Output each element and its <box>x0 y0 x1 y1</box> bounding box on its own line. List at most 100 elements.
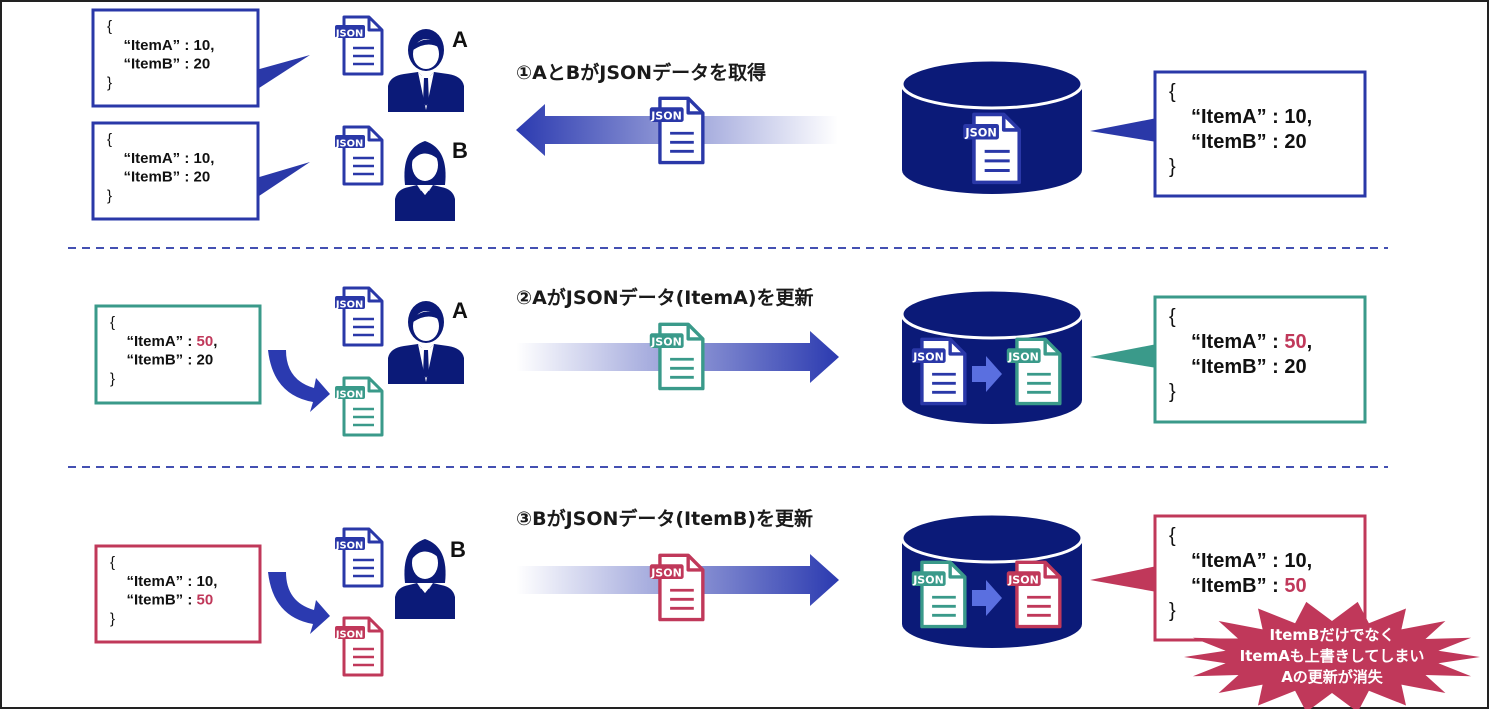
json-label: JSON <box>650 336 682 349</box>
json-document-icon: JSON <box>333 376 384 437</box>
item-b-value: 20 <box>194 56 211 73</box>
user-label: B <box>452 138 468 163</box>
json-label: JSON <box>335 629 363 640</box>
comma: , <box>213 333 217 350</box>
step-title: ①AとBがJSONデータを取得 <box>516 61 766 84</box>
item-a-value: 10 <box>197 573 214 590</box>
open-brace: { <box>110 554 115 571</box>
json-label: JSON <box>650 567 682 580</box>
item-b-line: “ItemB” : 20 <box>124 169 211 186</box>
bubble-tail <box>1090 118 1157 142</box>
json-label: JSON <box>335 540 363 551</box>
json-box <box>1153 295 1367 424</box>
json-label: JSON <box>650 110 682 123</box>
json-bubble: { “ItemA” : 50, “ItemB” : 20} <box>94 304 262 405</box>
comma: , <box>210 37 214 54</box>
item-a-line: “ItemA” : 10, <box>1191 106 1312 128</box>
item-a-line: “ItemA” : 50, <box>127 333 218 350</box>
json-label: JSON <box>335 28 363 39</box>
item-b-line: “ItemB” : 20 <box>124 56 211 73</box>
item-a-value: 50 <box>1284 331 1306 353</box>
item-a-key: “ItemA” : <box>1191 550 1284 572</box>
json-box <box>91 121 260 221</box>
json-bubble: {“ItemA” : 10,“ItemB” : 50} <box>1090 514 1367 642</box>
starburst-shape <box>1184 601 1480 709</box>
item-b-key: “ItemB” : <box>127 352 197 369</box>
comma: , <box>210 150 214 167</box>
item-a-value: 10 <box>194 37 211 54</box>
json-bubble: {“ItemA” : 50,“ItemB” : 20} <box>1090 295 1367 424</box>
database-top <box>900 512 1084 564</box>
json-document-icon: JSON <box>962 112 1022 185</box>
json-document-icon: JSON <box>333 527 384 588</box>
item-a-key: “ItemA” : <box>124 37 194 54</box>
database-top <box>900 288 1084 340</box>
json-bubble: { “ItemA” : 10, “ItemB” : 20} <box>91 8 310 108</box>
callout-line: Aの更新が消失 <box>1281 668 1384 686</box>
item-b-value: 20 <box>1284 356 1306 378</box>
item-b-key: “ItemB” : <box>127 592 197 609</box>
document-shape <box>333 376 384 437</box>
document-shape <box>333 125 384 186</box>
json-document-icon: JSON <box>333 616 384 677</box>
open-brace: { <box>110 314 115 331</box>
json-box <box>94 304 262 405</box>
arrow-right-icon <box>972 356 1002 392</box>
user-b-icon <box>395 141 455 221</box>
comma: , <box>1307 550 1313 572</box>
json-document-icon: JSON <box>648 553 705 622</box>
json-label: JSON <box>912 574 944 587</box>
document-shape <box>333 286 384 347</box>
item-a-key: “ItemA” : <box>127 333 197 350</box>
item-b-value: 20 <box>194 169 211 186</box>
bubble-tail <box>1090 566 1157 592</box>
json-label: JSON <box>1007 351 1039 364</box>
open-brace: { <box>107 131 112 148</box>
bubble-tail <box>1090 344 1157 368</box>
json-label: JSON <box>964 126 996 139</box>
json-document-icon: JSON <box>648 322 705 391</box>
json-document-icon: JSON <box>333 286 384 347</box>
json-box <box>1153 70 1367 198</box>
item-a-key: “ItemA” : <box>127 573 197 590</box>
close-brace: } <box>1169 381 1176 403</box>
json-label: JSON <box>1007 574 1039 587</box>
json-bubble: {“ItemA” : 10,“ItemB” : 50} <box>94 544 262 644</box>
item-b-line: “ItemB” : 20 <box>127 352 214 369</box>
item-b-value: 50 <box>1284 575 1306 597</box>
bubble-tail <box>256 162 310 198</box>
item-b-value: 50 <box>197 592 214 609</box>
user-label: B <box>450 537 466 562</box>
json-document-icon: JSON <box>333 15 384 76</box>
open-brace: { <box>107 18 112 35</box>
item-b-key: “ItemB” : <box>1191 575 1284 597</box>
item-a-value: 10 <box>1284 106 1306 128</box>
item-b-line: “ItemB” : 20 <box>1191 131 1307 153</box>
json-bubble: {“ItemA” : 10,“ItemB” : 20} <box>91 121 310 221</box>
close-brace: } <box>107 74 112 91</box>
json-bubble: {“ItemA” : 10,“ItemB” : 20} <box>1090 70 1367 198</box>
item-a-line: “ItemA” : 10, <box>124 37 215 54</box>
json-label: JSON <box>335 299 363 310</box>
close-brace: } <box>107 187 112 204</box>
item-a-line: “ItemA” : 10, <box>1191 550 1312 572</box>
document-shape <box>333 527 384 588</box>
json-label: JSON <box>335 389 363 400</box>
bubble-tail <box>256 55 310 90</box>
item-a-line: “ItemA” : 10, <box>127 573 218 590</box>
comma: , <box>213 573 217 590</box>
document-shape <box>333 15 384 76</box>
document-shape <box>333 616 384 677</box>
close-brace: } <box>1169 156 1176 178</box>
json-document-icon: JSON <box>910 560 967 629</box>
user-label: A <box>452 298 468 323</box>
curved-arrow-icon <box>268 572 330 634</box>
callout-line: ItemAも上書きしてしまい <box>1240 647 1425 665</box>
step-title: ②AがJSONデータ(ItemA)を更新 <box>516 286 814 309</box>
close-brace: } <box>110 370 115 387</box>
json-document-icon: JSON <box>1005 560 1062 629</box>
